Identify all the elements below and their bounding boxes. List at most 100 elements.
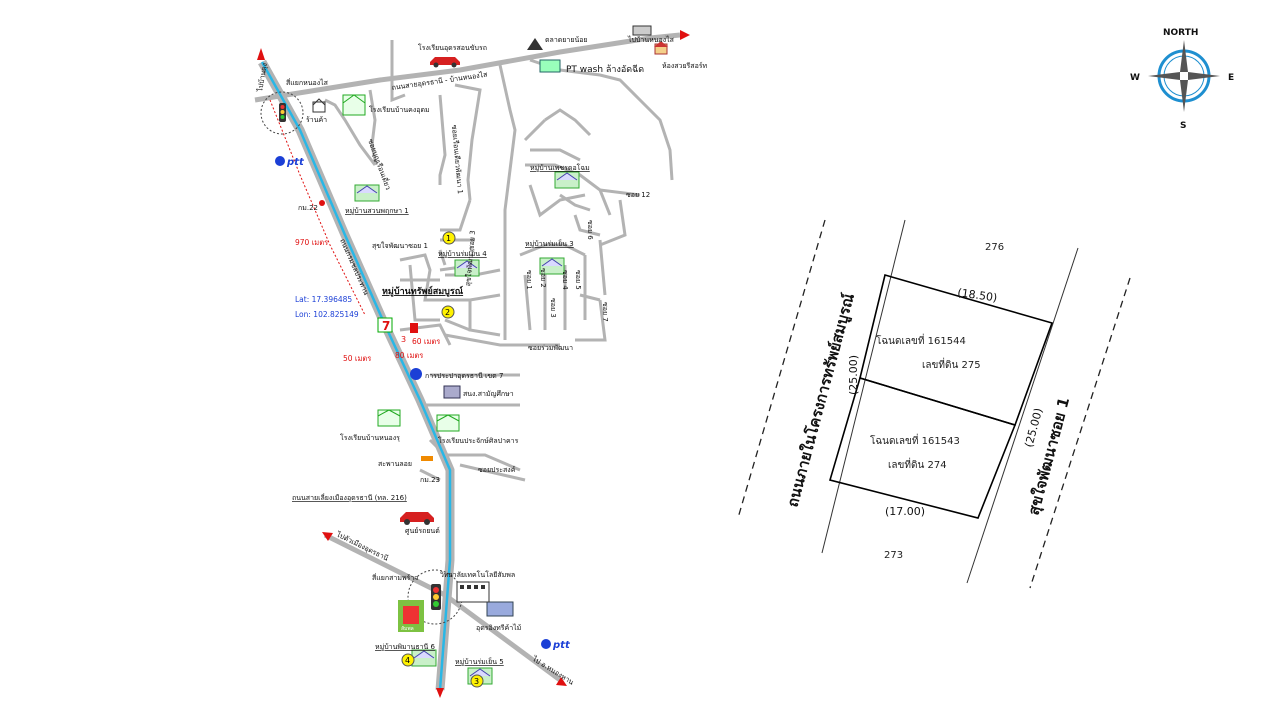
seven-eleven-icon: 7 [377,317,393,333]
compass-needle-south [1180,80,1188,112]
marker-3: 3 [401,335,406,344]
road-left-label: ถนนภายในโครงการทรัพย์สมบูรณ์ [783,291,859,509]
marker-5: 3 [474,677,479,686]
label-village-phet: หมู่บ้านเพชรดอโฉม [530,163,590,172]
car-wash-icon [539,59,561,73]
right-road-edge [1029,277,1131,589]
marker-1: 1 [446,234,451,243]
label-village-suan: หมู่บ้านสวนพฤกษา 1 [345,207,409,215]
compass-south-label: S [1180,121,1186,131]
boat-icon [632,25,652,36]
ptt-logo-2: ptt [541,639,571,651]
seven-label: 7 [382,319,390,333]
label-dist-970: 970 เมตร [295,238,328,247]
label-dist-50: 50 เมตร [343,354,371,363]
neighbor-south: 273 [884,550,903,561]
village-icons: 7 [312,25,668,685]
label-soi-1: ซอย 1 [525,270,533,290]
house-icon [354,184,380,202]
label-soi-4: ซอย 4 [561,270,569,290]
label-school-driving: โรงเรียนอุดรสอนขับรถ [418,43,487,52]
label-sampan-logo: สัมพล [401,626,414,632]
label-village-rom-yen3: หมู่บ้านร่มเย็น 3 [525,239,574,248]
label-soi-sukjai3: สุขใจพัฒนาซอย 3 [463,230,477,287]
label-to-khon-kaen: ไป อ.หนองหาน [530,654,576,687]
shop-icon [312,98,326,113]
label-school-nong-ru: โรงเรียนบ้านหนองรุ [340,433,400,442]
label-to-nong-sung: ไปบ้านหนองไส [627,35,675,44]
car-icon [400,512,434,525]
arrow-left-icon [322,532,333,541]
bridge-icon [421,456,433,461]
label-soi-6: ซอย 6 [586,220,594,240]
label-college: วิทยาลัยเทคโนโลยีสัมพล [440,570,515,579]
house-red-icon [654,41,668,55]
gas-icon [319,200,325,206]
target-icon [410,323,418,333]
house-icon [454,259,480,277]
label-soi-2: ซอย 2 [539,268,547,288]
label-school-prajak: โรงเรียนประจักษ์ศิลปาคาร [438,436,519,445]
water-icon [410,368,422,380]
arrow-right-icon [680,30,690,40]
compass-west-label: W [1130,73,1140,83]
road-nong-sai [254,32,681,103]
parcel-right-line [966,247,1079,584]
label-village-sap-somboon: หมู่บ้านทรัพย์สมบูรณ์ [382,285,464,297]
label-soi-left: ซอยบุญเรือนเดี่ยว [366,138,393,191]
ptt-label-2: ptt [552,640,571,651]
label-soi-mid: ซอยเรือนเดียวพัฒนา 1 [450,124,464,194]
dim-right: (25.00) [1022,407,1045,449]
arrow-diag-icon [556,677,567,686]
plot-275-deed: โฉนดเลขที่ 161544 [876,333,966,347]
label-shop: ร้านค้า [306,116,327,124]
marker-2: 2 [445,308,450,317]
markers: 1 2 4 3 3 [401,231,484,688]
compass-needle-north [1180,40,1188,72]
compass-north-label: NORTH [1163,28,1198,38]
marker-4: 4 [405,656,410,665]
ptt-logo-1: ptt [275,156,305,168]
compass-needle-west [1148,72,1180,80]
highway-blue-line [260,61,452,691]
label-dist-80: 80 เมตร [395,351,423,360]
label-junction-nong-sai: สี่แยกหนองไส [286,78,329,87]
market-icon [527,38,543,50]
label-school-khong-udom: โรงเรียนบ้านคงอุดม [369,105,430,114]
label-soi-7: ซอย 7 [601,302,609,322]
label-village-rom-yen5: หมู่บ้านร่มเย็น 5 [455,657,504,666]
label-soi-sukjai1: สุขใจพัฒนาซอย 1 [372,241,428,250]
label-car-center: ศูนย์รถยนต์ [405,527,440,535]
plot-274-deed: โฉนดเลขที่ 161543 [870,433,960,447]
dim-left: (25.00) [847,355,860,395]
parcel-plan: 276 273 โฉนดเลขที่ 161544 เลขที่ดิน 275 … [737,219,1131,589]
label-pt-wash: PT wash ล้างอัดฉีด [566,64,644,75]
office-icon [443,385,461,399]
arrow-down-icon [436,688,444,698]
label-dist-60: 60 เมตร [412,337,440,346]
label-nfe: สนง.สามัญศึกษา [463,389,514,398]
neighbor-north: 276 [985,242,1004,253]
label-water-authority: การประปาอุดรธานี เขต 7 [425,372,503,380]
compass-needle-east [1188,72,1220,80]
label-soi-prasong: ซอยประสงค์ [478,466,516,474]
ptt-label-1: ptt [286,157,305,168]
label-lon: Lon: 102.825149 [295,310,359,319]
label-soi-3: ซอย 3 [549,298,557,318]
distance-line [269,99,366,316]
label-soi-ruam: ซอยร่วมพัฒนา [528,344,573,352]
dim-bottom: (17.00) [885,505,925,518]
label-bridge: สะพานลอย [378,460,412,468]
house-icon [554,171,580,189]
label-shophouse: ห้องสวยรีสอร์ท [662,62,708,70]
school-icon [436,414,460,432]
label-km23: กม.23 [420,476,440,484]
label-soi-12: ซอย 12 [626,191,650,199]
dim-top: (18.50) [957,286,998,304]
school-icon [377,409,401,427]
label-junction-sampan: สี่แยกสามพร้าว [372,573,418,582]
label-km22: กม.22 [298,204,318,212]
left-road-edge [737,219,826,519]
